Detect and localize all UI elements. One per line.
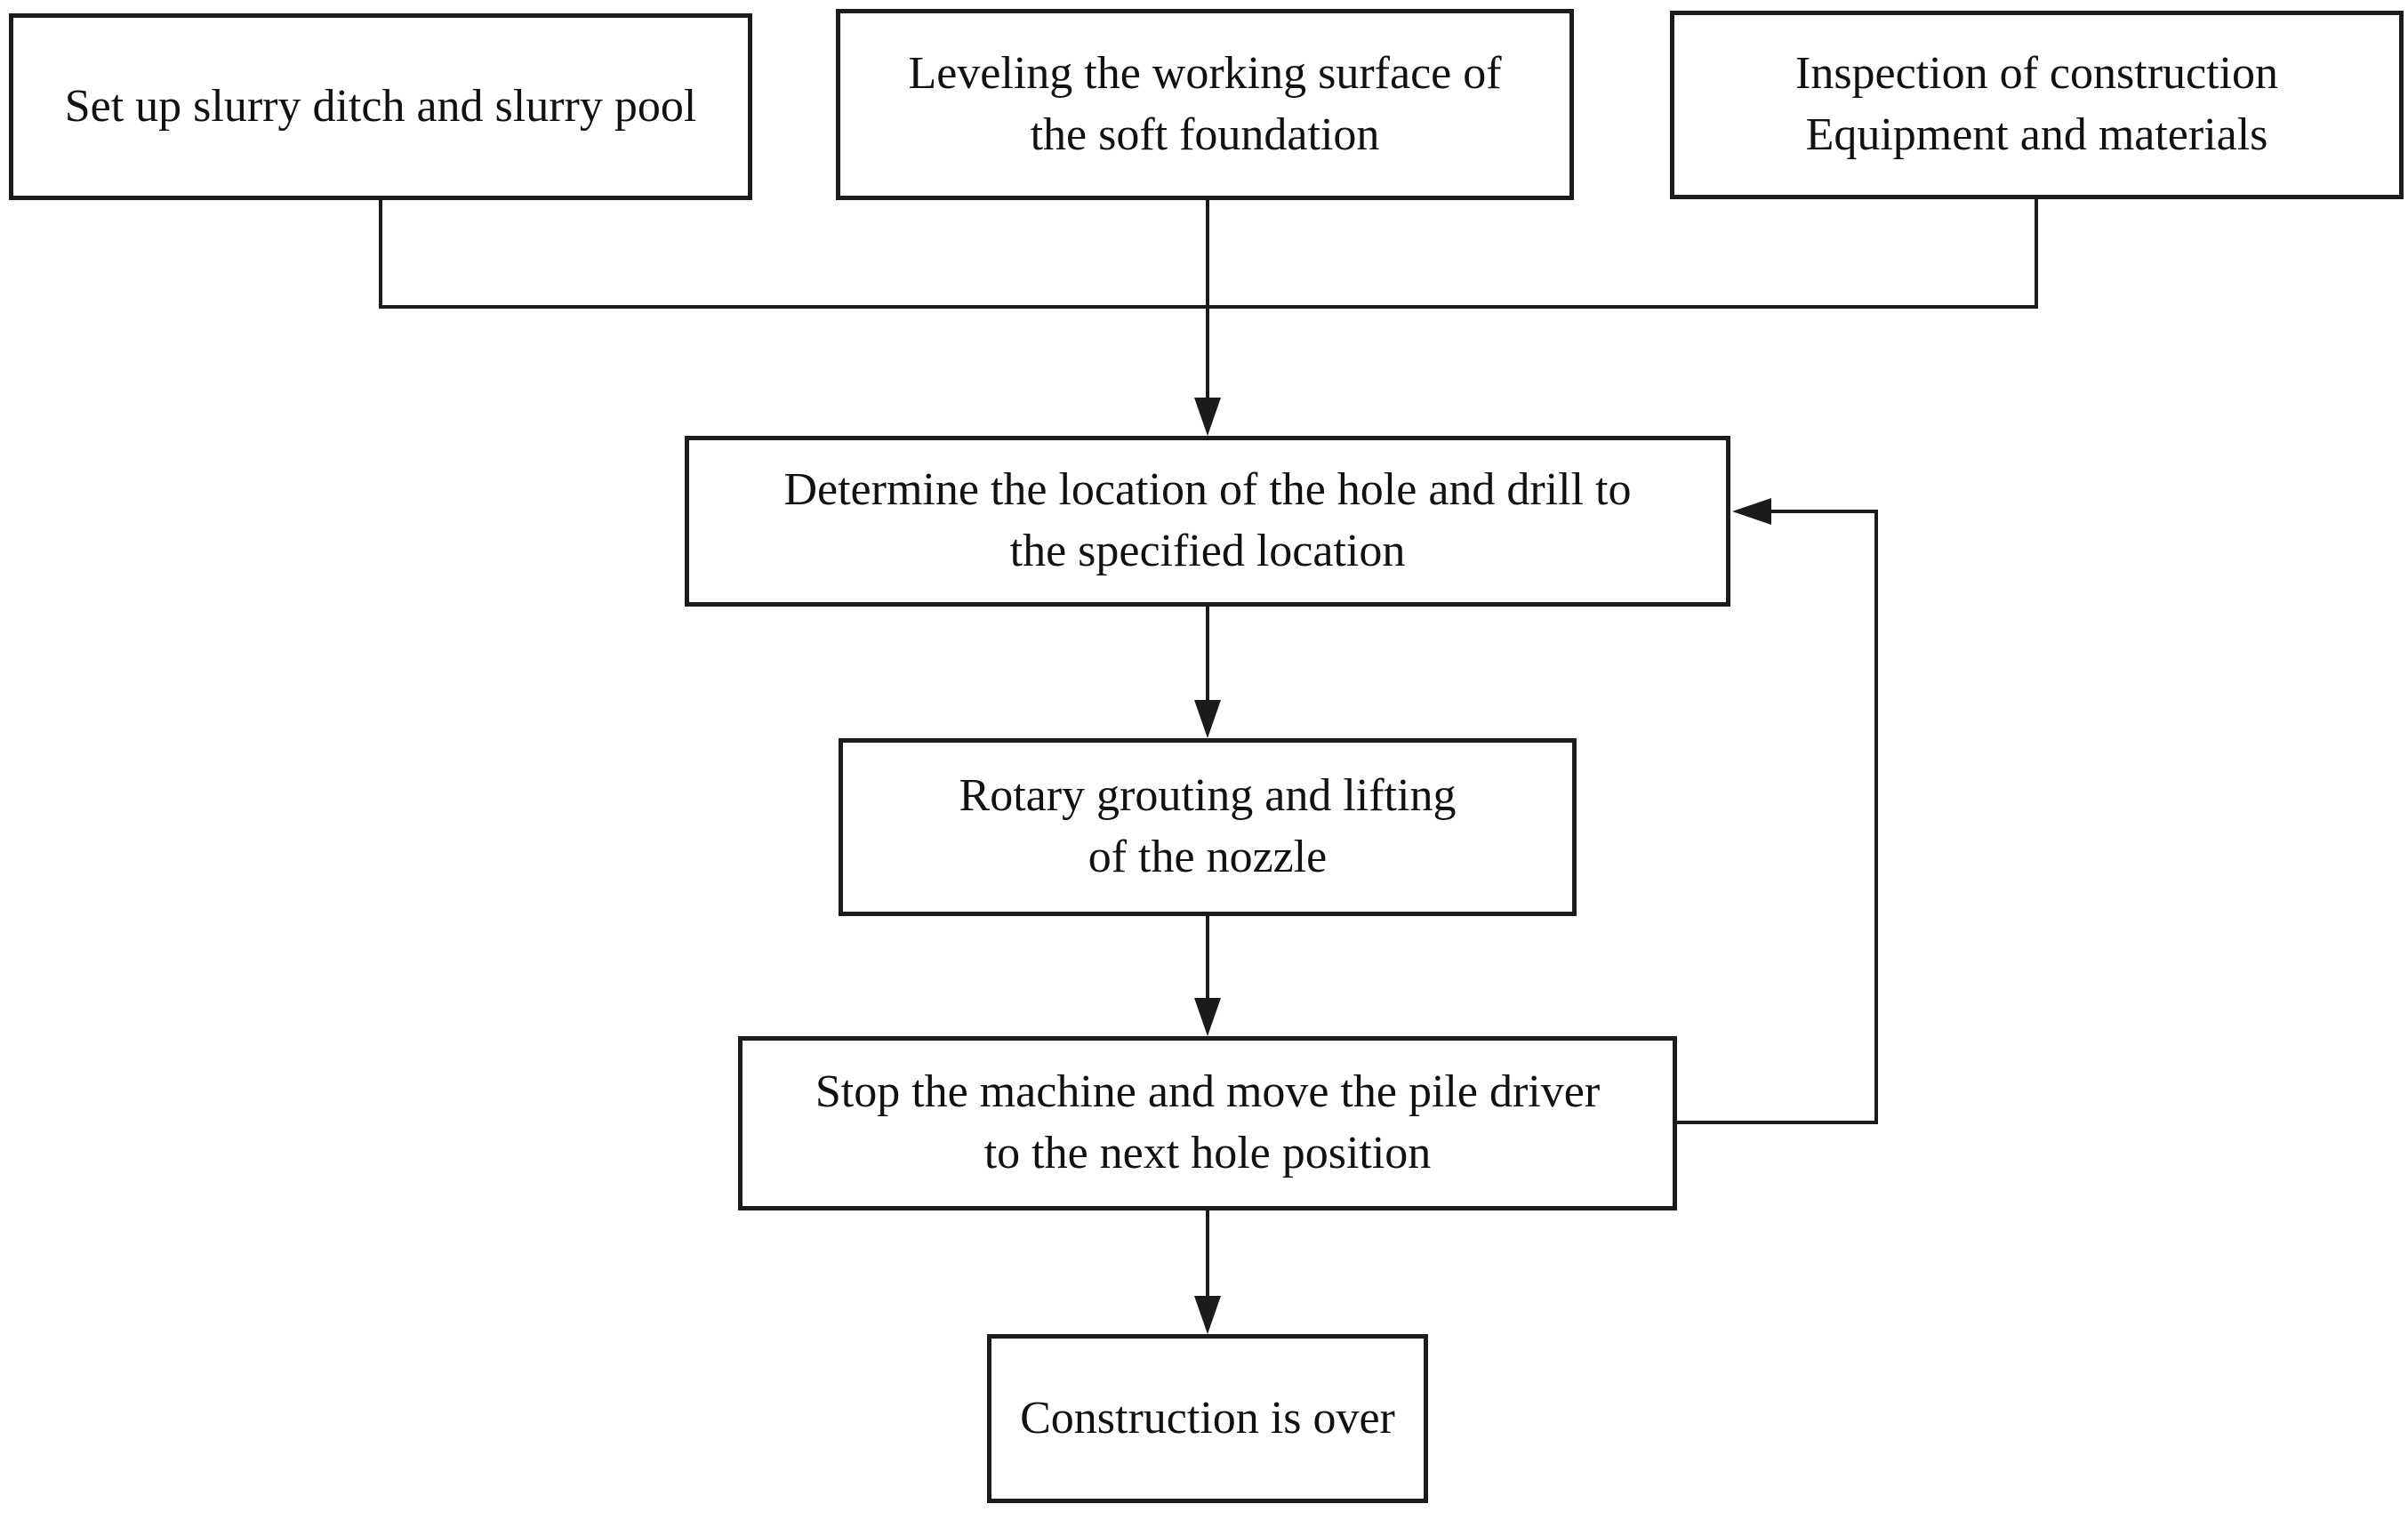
arrowhead-into-stop [1194, 998, 1221, 1036]
node-setup-slurry: Set up slurry ditch and slurry pool [9, 13, 752, 200]
node-construction-over: Construction is over [987, 1334, 1428, 1503]
arrowhead-into-end [1194, 1296, 1221, 1334]
node-leveling: Leveling the working surface of the soft… [836, 9, 1574, 200]
node-leveling-label: Leveling the working surface of the soft… [908, 47, 1502, 160]
node-stop-move: Stop the machine and move the pile drive… [738, 1036, 1677, 1210]
node-inspection: Inspection of construction Equipment and… [1670, 11, 2404, 199]
node-rotary-grouting: Rotary grouting and lifting of the nozzl… [839, 738, 1577, 916]
arrowhead-into-determine-top [1194, 398, 1221, 436]
arrowhead-into-determine-right [1732, 498, 1771, 525]
arrowhead-into-rotary [1194, 700, 1221, 738]
node-determine-hole-label: Determine the location of the hole and d… [783, 464, 1632, 576]
node-inspection-label: Inspection of construction Equipment and… [1795, 48, 2278, 160]
node-stop-move-label: Stop the machine and move the pile drive… [815, 1066, 1601, 1178]
node-setup-slurry-label: Set up slurry ditch and slurry pool [64, 80, 697, 132]
node-determine-hole: Determine the location of the hole and d… [685, 436, 1730, 607]
node-construction-over-label: Construction is over [1020, 1392, 1395, 1444]
node-rotary-grouting-label: Rotary grouting and lifting of the nozzl… [959, 770, 1457, 882]
